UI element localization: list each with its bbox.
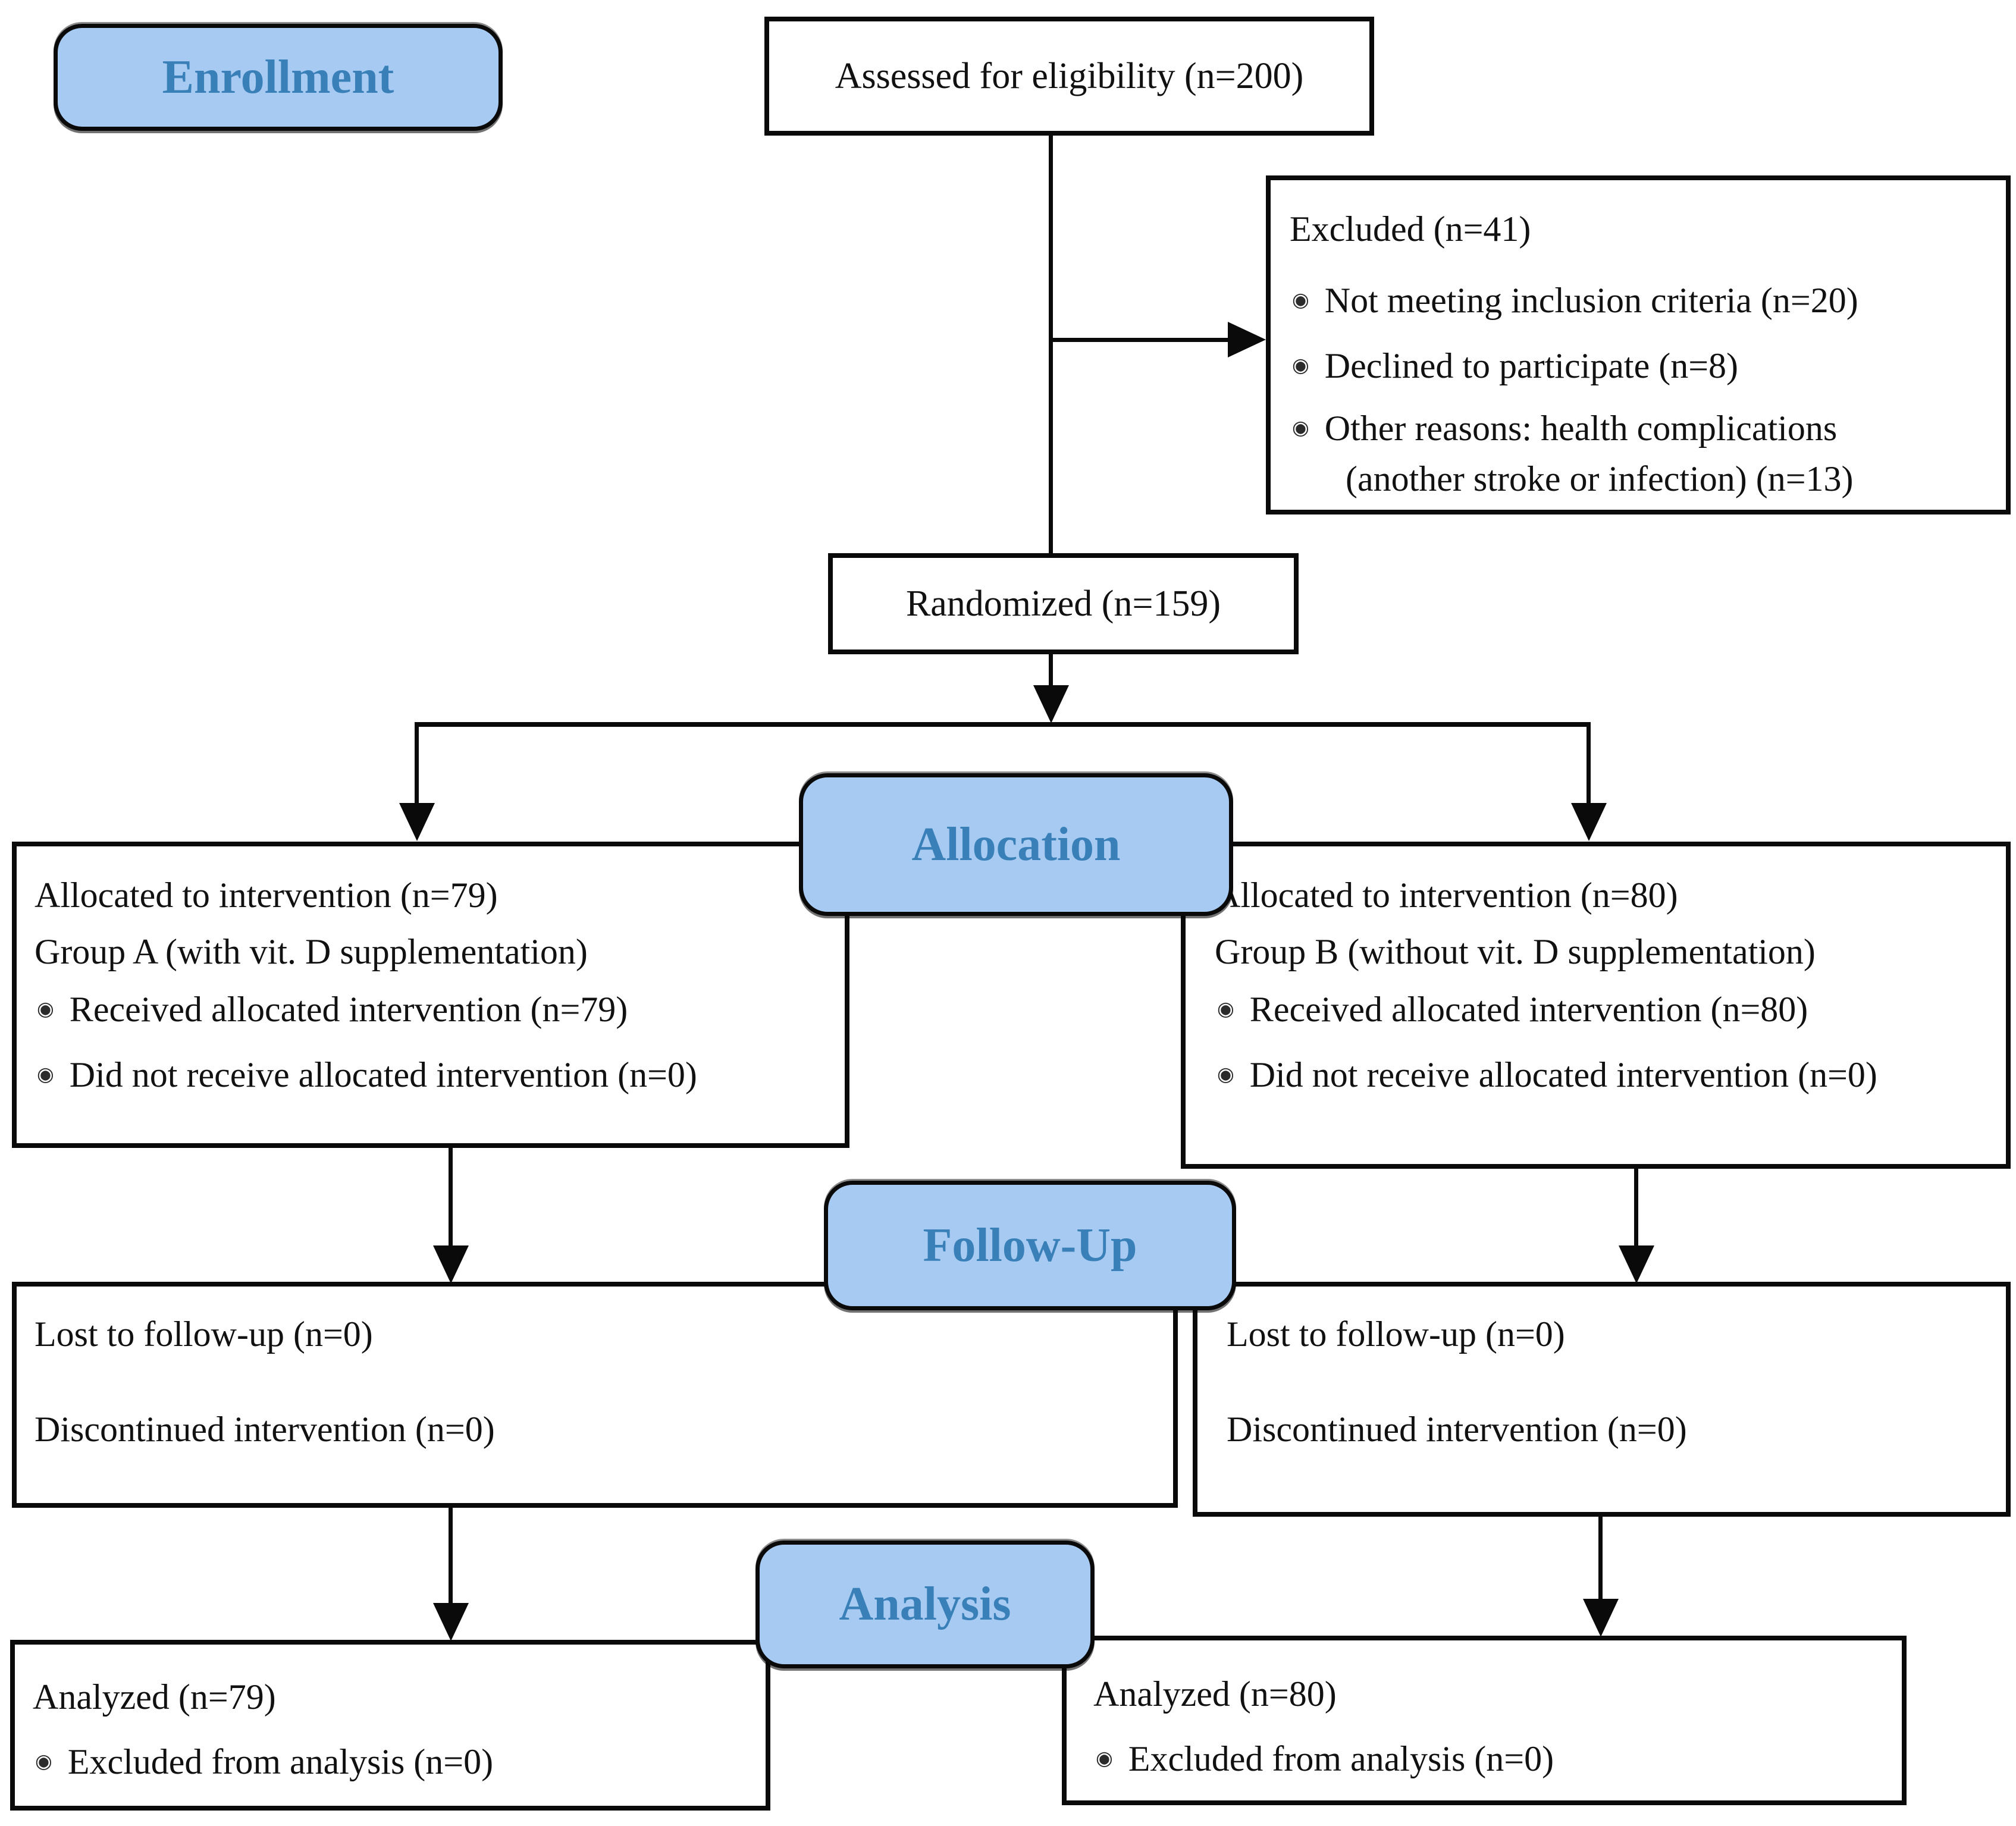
- allocation-left-bullet-row: ◉ Did not receive allocated intervention…: [37, 1053, 697, 1096]
- followup-right-line2: Discontinued intervention (n=0): [1227, 1410, 1687, 1449]
- allocation-right-bullet-row: ◉ Did not receive allocated intervention…: [1217, 1053, 1877, 1096]
- bullet-icon: ◉: [1217, 1064, 1234, 1085]
- stage-pill-followup: Follow-Up: [824, 1181, 1236, 1310]
- allocation-left-line1-row: Allocated to intervention (n=79): [35, 874, 498, 917]
- arrowhead-into-followup-right-icon: [1619, 1245, 1654, 1284]
- stage-pill-allocation: Allocation: [799, 773, 1233, 916]
- followup-right-line2-row: Discontinued intervention (n=0): [1227, 1408, 1687, 1451]
- analysis-left-line1: Analyzed (n=79): [33, 1677, 276, 1717]
- bullet-icon: ◉: [1096, 1748, 1113, 1769]
- assessed-box: Assessed for eligibility (n=200): [764, 17, 1374, 136]
- followup-left-line2: Discontinued intervention (n=0): [35, 1410, 495, 1449]
- randomized-label: Randomized (n=159): [905, 583, 1221, 624]
- arrowhead-into-excluded-icon: [1228, 322, 1266, 357]
- followup-left-line1-row: Lost to follow-up (n=0): [35, 1313, 373, 1356]
- allocation-right-bullet-row: ◉ Received allocated intervention (n=80): [1217, 988, 1808, 1031]
- assessed-label: Assessed for eligibility (n=200): [835, 55, 1304, 96]
- bullet-icon: ◉: [1217, 999, 1234, 1020]
- allocation-right-line1-row: Allocated to intervention (n=80): [1215, 874, 1678, 917]
- stage-pill-analysis-label: Analysis: [839, 1578, 1011, 1630]
- arrowhead-into-analysis-left-icon: [433, 1603, 469, 1641]
- arrowhead-into-followup-left-icon: [433, 1245, 469, 1284]
- analysis-left-bullet-label: Excluded from analysis (n=0): [67, 1742, 494, 1781]
- randomized-box: Randomized (n=159): [828, 553, 1299, 654]
- followup-right-box: [1193, 1282, 2011, 1517]
- stage-pill-allocation-label: Allocation: [911, 818, 1121, 871]
- stage-pill-analysis: Analysis: [755, 1541, 1095, 1668]
- allocation-left-bullet-label: Did not receive allocated intervention (…: [69, 1055, 697, 1094]
- followup-right-line1-row: Lost to follow-up (n=0): [1227, 1313, 1565, 1356]
- connector-randomized-to-branch: [1049, 654, 1053, 686]
- analysis-right-box: [1062, 1636, 1907, 1805]
- allocation-left-bullet-label: Received allocated intervention (n=79): [69, 990, 628, 1029]
- stage-pill-enrollment-label: Enrollment: [162, 51, 394, 103]
- allocation-left-line2-row: Group A (with vit. D supplementation): [35, 930, 588, 973]
- connector-to-excluded: [1051, 338, 1229, 342]
- bullet-icon: ◉: [1292, 418, 1309, 439]
- analysis-right-line1-row: Analyzed (n=80): [1093, 1673, 1337, 1715]
- bullet-icon: ◉: [37, 999, 54, 1020]
- allocation-right-box: [1181, 842, 2011, 1169]
- excluded-item-row: ◉ Other reasons: health complications: [1292, 407, 1837, 450]
- excluded-title: Excluded (n=41): [1290, 209, 1531, 249]
- excluded-item-label: Other reasons: health complications: [1324, 409, 1838, 448]
- bullet-icon: ◉: [1292, 355, 1309, 377]
- excluded-item-row: ◉ Declined to participate (n=8): [1292, 344, 1738, 387]
- bullet-icon: ◉: [1292, 290, 1309, 311]
- stage-pill-followup-label: Follow-Up: [923, 1219, 1137, 1272]
- allocation-right-line2: Group B (without vit. D supplementation): [1215, 932, 1816, 971]
- excluded-item-label: Not meeting inclusion criteria (n=20): [1324, 281, 1858, 320]
- arrowhead-into-allocation-left-icon: [399, 803, 435, 841]
- allocation-right-bullet-label: Received allocated intervention (n=80): [1249, 990, 1808, 1029]
- stage-pill-enrollment: Enrollment: [54, 24, 503, 131]
- arrowhead-to-branch-line-icon: [1033, 685, 1069, 723]
- analysis-left-line1-row: Analyzed (n=79): [33, 1676, 276, 1718]
- allocation-right-line1: Allocated to intervention (n=80): [1215, 876, 1678, 915]
- bullet-icon: ◉: [37, 1064, 54, 1085]
- arrowhead-into-allocation-right-icon: [1571, 803, 1607, 841]
- allocation-right-bullet-label: Did not receive allocated intervention (…: [1249, 1055, 1877, 1094]
- allocation-left-line1: Allocated to intervention (n=79): [35, 876, 498, 915]
- bullet-icon: ◉: [35, 1751, 52, 1772]
- excluded-item-continuation-row: (another stroke or infection) (n=13): [1346, 457, 1854, 500]
- analysis-left-bullet-row: ◉ Excluded from analysis (n=0): [35, 1740, 493, 1783]
- excluded-item-label: Declined to participate (n=8): [1324, 346, 1739, 385]
- analysis-right-line1: Analyzed (n=80): [1093, 1674, 1337, 1714]
- connector-assessed-to-randomized: [1049, 136, 1053, 553]
- excluded-title-row: Excluded (n=41): [1290, 208, 1531, 250]
- excluded-box: [1266, 175, 2011, 514]
- followup-left-line2-row: Discontinued intervention (n=0): [35, 1408, 495, 1451]
- allocation-left-bullet-row: ◉ Received allocated intervention (n=79): [37, 988, 628, 1031]
- excluded-item-row: ◉ Not meeting inclusion criteria (n=20): [1292, 279, 1858, 322]
- connector-followup-to-analysis-right: [1598, 1516, 1603, 1600]
- allocation-right-line2-row: Group B (without vit. D supplementation): [1215, 930, 1816, 973]
- arrowhead-into-analysis-right-icon: [1583, 1599, 1619, 1637]
- branch-drop-left: [415, 722, 419, 804]
- branch-line: [415, 722, 1591, 727]
- branch-drop-right: [1587, 722, 1591, 804]
- followup-left-line1: Lost to follow-up (n=0): [35, 1314, 373, 1354]
- followup-left-box: [12, 1282, 1178, 1508]
- connector-allocation-to-followup-left: [449, 1147, 453, 1247]
- analysis-left-box: [10, 1640, 770, 1811]
- followup-right-line1: Lost to follow-up (n=0): [1227, 1314, 1565, 1354]
- allocation-left-line2: Group A (with vit. D supplementation): [35, 932, 588, 971]
- allocation-left-box: [12, 842, 849, 1148]
- analysis-right-bullet-row: ◉ Excluded from analysis (n=0): [1096, 1737, 1554, 1780]
- connector-allocation-to-followup-right: [1634, 1168, 1638, 1247]
- analysis-right-bullet-label: Excluded from analysis (n=0): [1128, 1739, 1554, 1778]
- connector-followup-to-analysis-left: [449, 1507, 453, 1604]
- excluded-item-continuation: (another stroke or infection) (n=13): [1346, 459, 1854, 498]
